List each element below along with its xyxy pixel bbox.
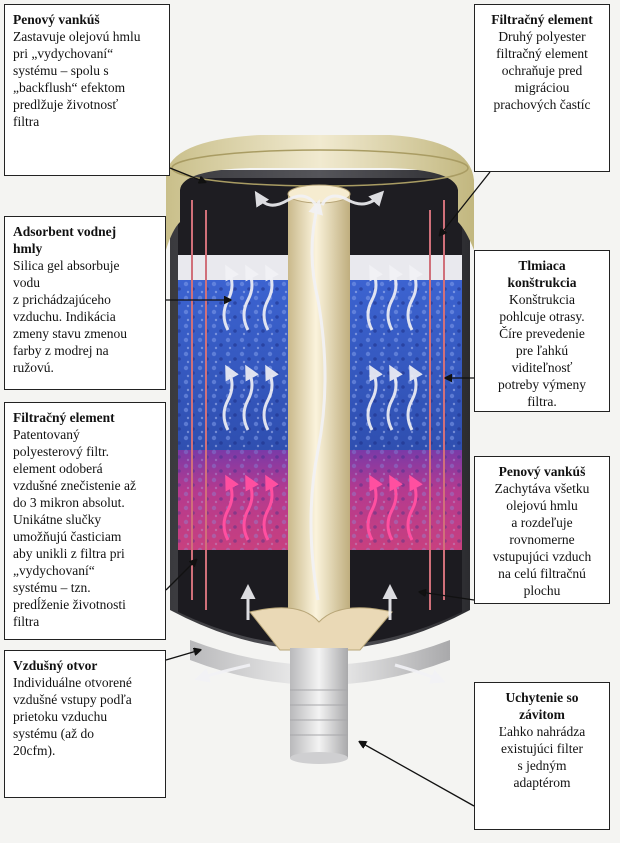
- callout-foam-cushion-bottom: Penový vankúš Zachytáva všetku olejovú h…: [474, 456, 610, 604]
- callout-title: Filtračný element: [13, 410, 115, 425]
- callout-air-vent: Vzdušný otvor Individuálne otvorené vzdu…: [4, 650, 166, 798]
- callout-text: Zachytáva všetku olejovú hmlu a rozdeľuj…: [492, 481, 592, 598]
- callout-text: Druhý polyester filtračný element ochraň…: [493, 29, 591, 112]
- callout-title: Tlmiaca konštrukcia: [507, 258, 577, 290]
- callout-title: Filtračný element: [491, 12, 593, 27]
- central-tube: [288, 192, 350, 622]
- callout-text: Individuálne otvorené vzdušné vstupy pod…: [13, 675, 132, 758]
- threaded-stem: [290, 648, 348, 758]
- callout-text: Silica gel absorbuje vodu z prichádzajúc…: [13, 258, 127, 375]
- callout-foam-cushion-top: Penový vankúš Zastavuje olejovú hmlu pri…: [4, 4, 170, 176]
- callout-filter-element-top: Filtračný element Druhý polyester filtra…: [474, 4, 610, 172]
- central-tube-top: [287, 184, 351, 204]
- callout-text: Patentovaný polyesterový filtr. element …: [13, 427, 136, 629]
- side-walls: [191, 200, 445, 610]
- callout-text: Konštrukcia pohlcuje otrasy. Číre preved…: [497, 292, 587, 409]
- callout-thread-mount: Uchytenie so závitom Ľahko nahrádza exis…: [474, 682, 610, 830]
- top-cap: [166, 135, 474, 250]
- callout-title: Penový vankúš: [498, 464, 586, 479]
- callout-text: Zastavuje olejovú hmlu pri „vydychovaní“…: [13, 29, 141, 129]
- callout-title: Adsorbent vodnej hmly: [13, 224, 117, 256]
- bottom-base-plate: [190, 640, 450, 685]
- callout-text: Ľahko nahrádza existujúci filter s jedný…: [498, 724, 586, 790]
- callout-filter-element-bottom: Filtračný element Patentovaný polyestero…: [4, 402, 166, 640]
- callout-damping: Tlmiaca konštrukcia Konštrukcia pohlcuje…: [474, 250, 610, 412]
- callout-title: Vzdušný otvor: [13, 658, 98, 673]
- stem-threads: [290, 689, 348, 736]
- callout-title: Uchytenie so závitom: [505, 690, 579, 722]
- airflow-arrows-pink: [222, 474, 423, 541]
- callout-title: Penový vankúš: [13, 12, 100, 27]
- callout-adsorbent: Adsorbent vodnej hmly Silica gel absorbu…: [4, 216, 166, 390]
